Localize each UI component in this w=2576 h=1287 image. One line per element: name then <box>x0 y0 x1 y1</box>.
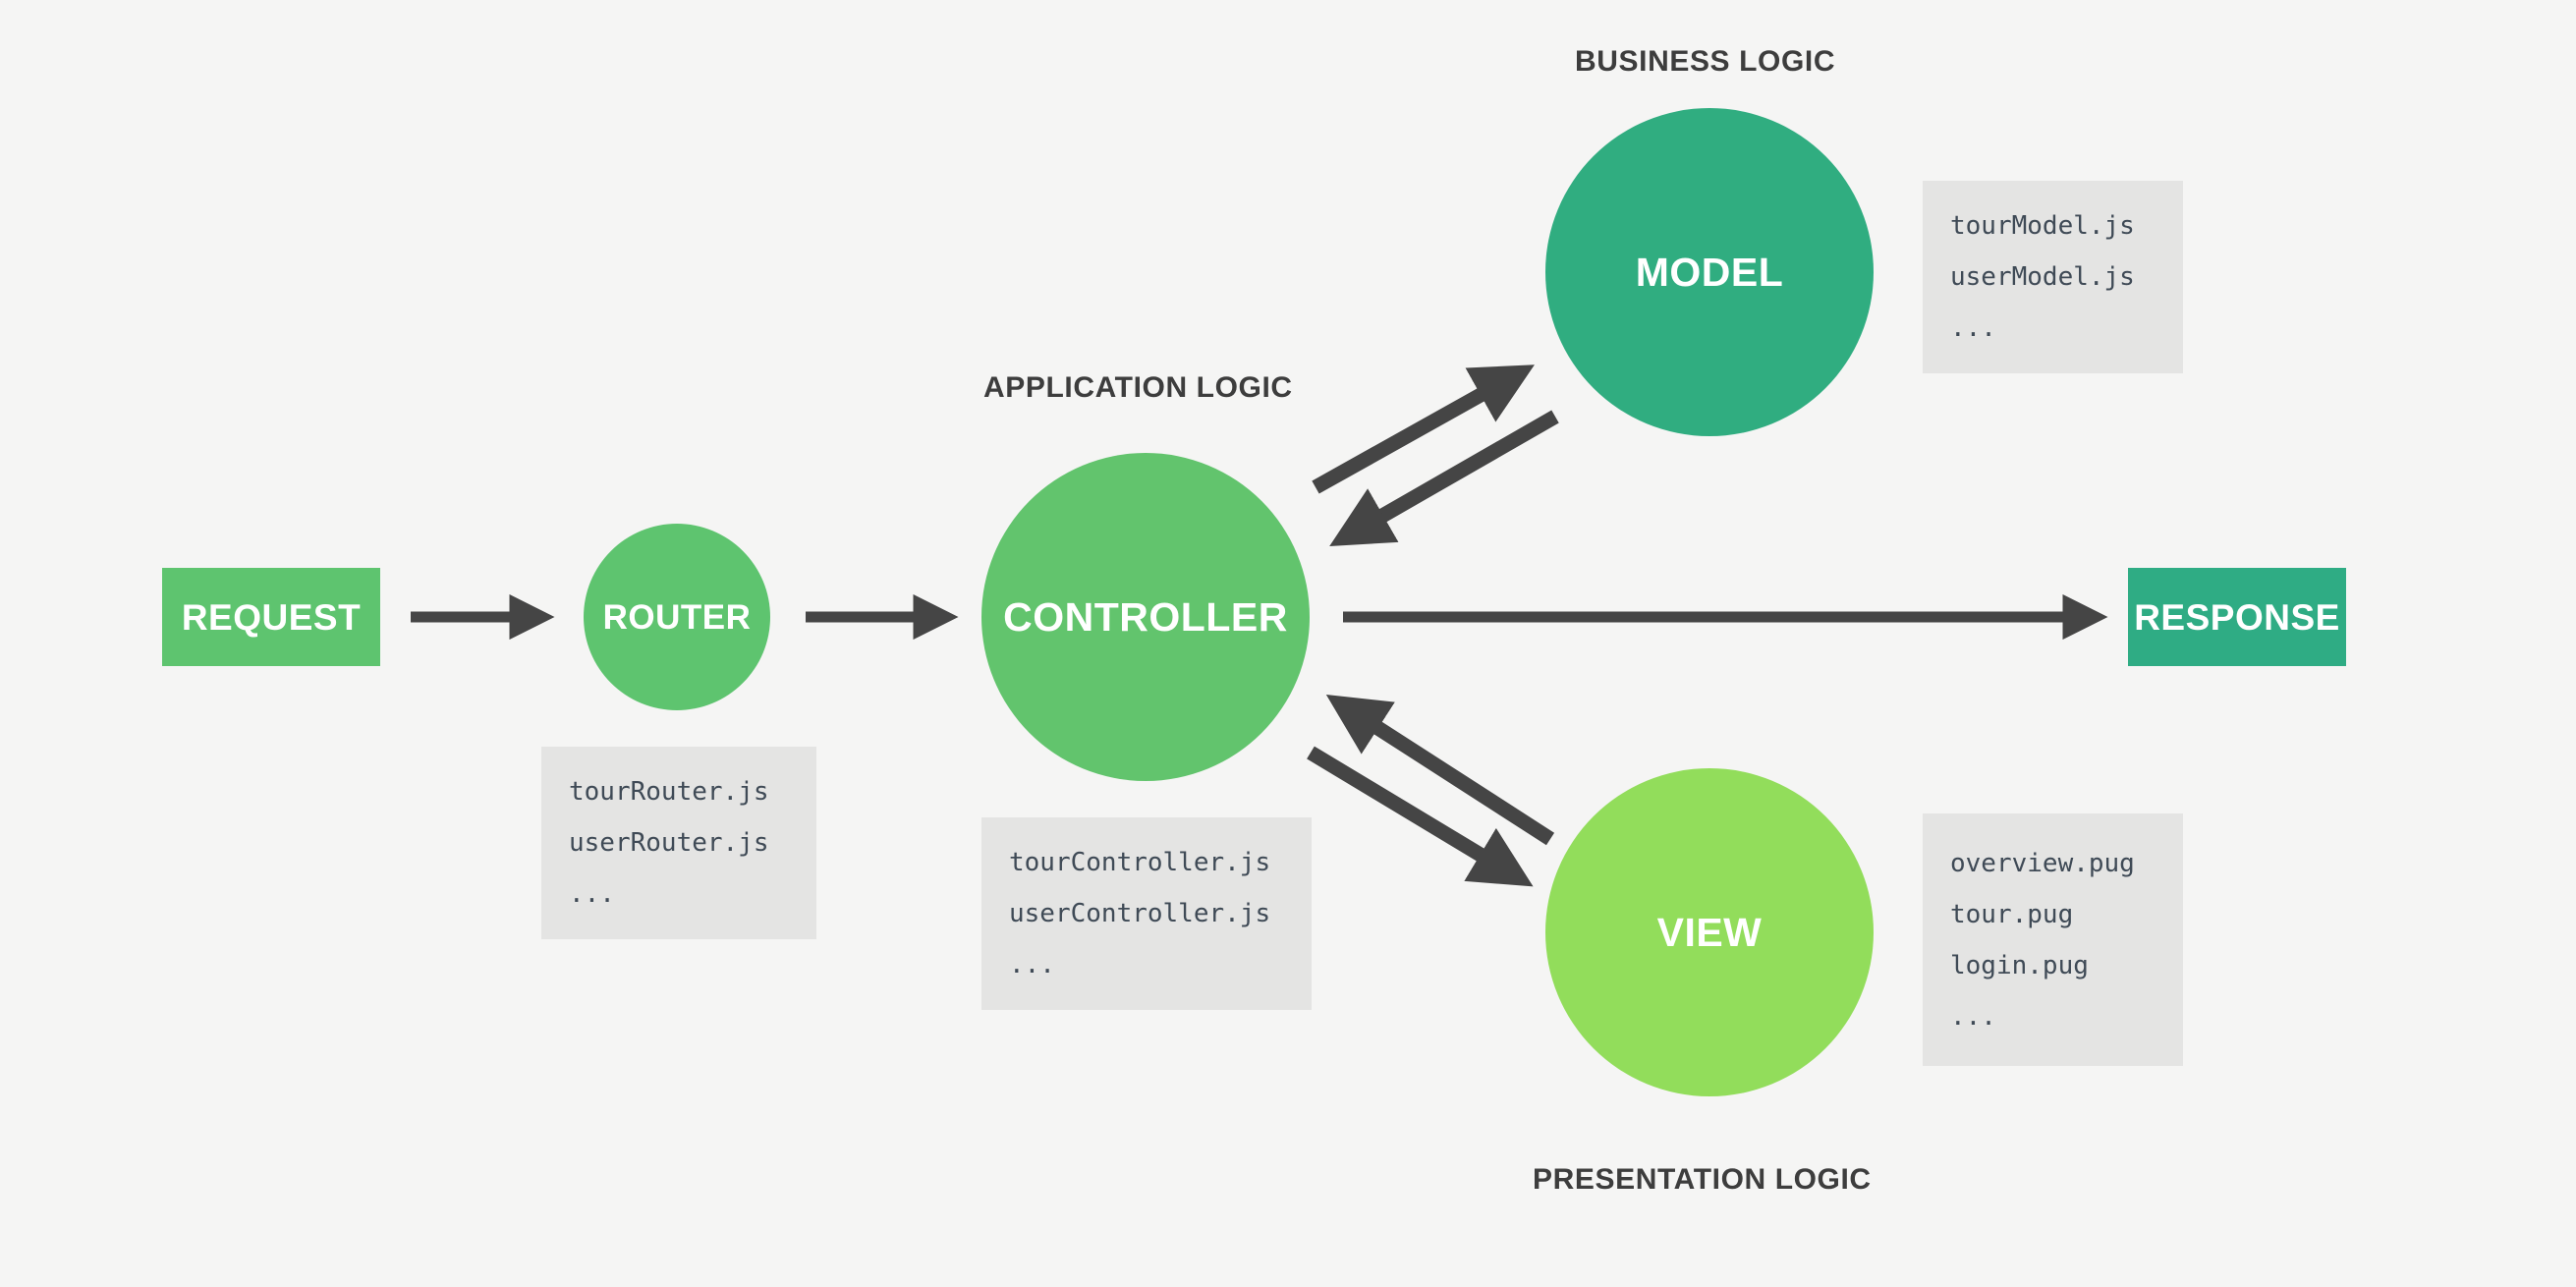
caption-business-logic: BUSINESS LOGIC <box>1575 45 1836 78</box>
node-controller-label: CONTROLLER <box>1003 593 1288 640</box>
file-line: userModel.js <box>1950 262 2135 292</box>
arrow-view-to-controller <box>1325 695 1555 846</box>
file-line: overview.pug <box>1950 848 2135 878</box>
filebox-router: tourRouter.js userRouter.js... <box>541 747 816 939</box>
node-model-label: MODEL <box>1635 249 1784 295</box>
filebox-model: tourModel.js userModel.js... <box>1923 181 2183 373</box>
file-line: ... <box>1009 950 1055 979</box>
node-controller[interactable]: CONTROLLER <box>981 453 1310 781</box>
file-line: tour.pug <box>1950 899 2074 929</box>
node-request[interactable]: REQUEST <box>162 568 380 666</box>
node-router-label: ROUTER <box>602 597 752 637</box>
node-router[interactable]: ROUTER <box>584 524 770 710</box>
arrow-controller-to-model <box>1312 364 1535 494</box>
file-line: tourController.js <box>1009 848 1271 877</box>
node-request-label: REQUEST <box>181 596 362 638</box>
caption-presentation-logic: PRESENTATION LOGIC <box>1533 1163 1872 1196</box>
file-line: userController.js <box>1009 899 1271 928</box>
node-view[interactable]: VIEW <box>1545 768 1874 1096</box>
node-view-label: VIEW <box>1656 909 1763 955</box>
file-line: userRouter.js <box>569 828 769 858</box>
file-line: ... <box>569 879 615 909</box>
caption-application-logic: APPLICATION LOGIC <box>983 371 1293 404</box>
filebox-controller: tourController.js userController.js... <box>981 817 1312 1010</box>
file-line: tourRouter.js <box>569 777 769 807</box>
file-line: login.pug <box>1950 950 2089 980</box>
node-model[interactable]: MODEL <box>1545 108 1874 436</box>
node-response[interactable]: RESPONSE <box>2128 568 2346 666</box>
arrow-controller-to-view <box>1307 746 1534 887</box>
arrow-model-to-controller <box>1329 410 1559 546</box>
file-line: ... <box>1950 1001 1996 1032</box>
node-response-label: RESPONSE <box>2134 596 2340 638</box>
file-line: tourModel.js <box>1950 211 2135 241</box>
file-line: ... <box>1950 313 1996 343</box>
filebox-view: overview.pug tour.pug login.pug... <box>1923 813 2183 1066</box>
